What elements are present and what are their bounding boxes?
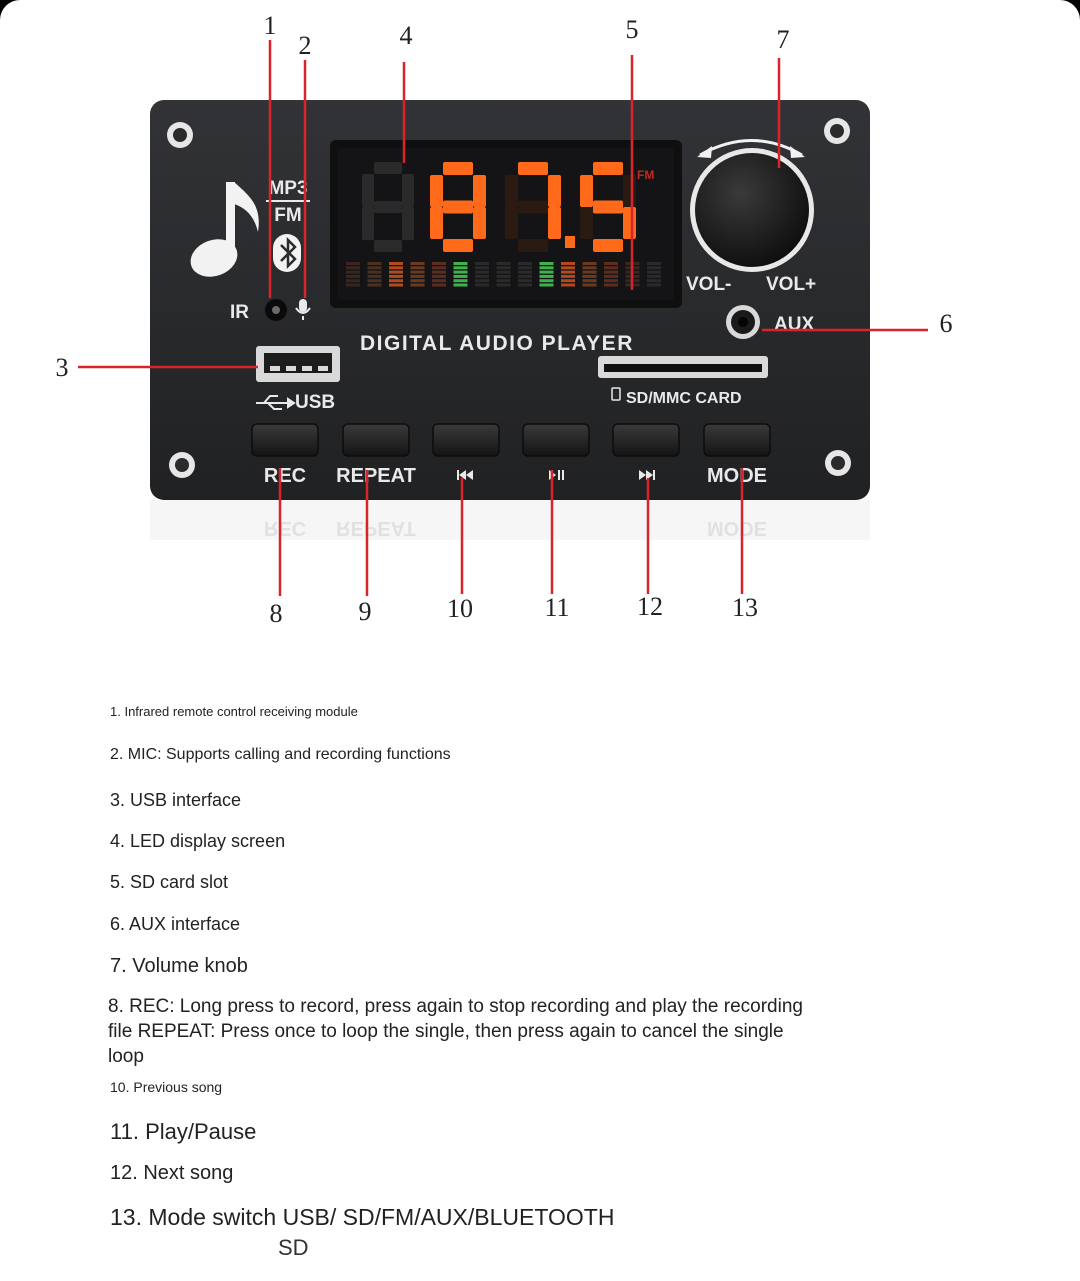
callout-2: 2	[299, 31, 312, 60]
brand-fm: FM	[274, 205, 301, 226]
legend-item-1: 1. Infrared remote control receiving mod…	[110, 704, 358, 719]
callout-12: 12	[637, 592, 663, 621]
ir-receiver-icon	[265, 299, 287, 321]
music-note-icon	[190, 182, 259, 277]
button-previous[interactable]	[432, 423, 500, 480]
ir-label: IR	[230, 302, 249, 323]
callout-10: 10	[447, 594, 473, 623]
svg-text:MODE: MODE	[707, 517, 767, 539]
display-digits	[362, 162, 636, 252]
callout-11: 11	[544, 593, 569, 622]
callout-6: 6	[940, 309, 953, 338]
legend-item-3: 3. USB interface	[110, 790, 242, 810]
legend-item-2: 2. MIC: Supports calling and recording f…	[110, 746, 451, 763]
callout-5: 5	[626, 15, 639, 44]
svg-text:REC: REC	[264, 517, 306, 539]
legend-item-10: 10. Previous song	[110, 1079, 223, 1095]
button-rec[interactable]: REC	[251, 423, 319, 487]
legend-item-6: 6. AUX interface	[110, 914, 241, 934]
callout-9: 9	[359, 597, 372, 626]
button-label: MODE	[707, 465, 767, 487]
vol-plus-label: VOL+	[766, 274, 816, 295]
display-decimal-point	[565, 236, 575, 248]
legend-item-13: 13. Mode switch USB/ SD/FM/AUX/BLUETOOTH	[110, 1204, 615, 1230]
brand-mp3: MP3	[268, 178, 307, 199]
button-next[interactable]	[612, 423, 680, 480]
display-caption: DIGITAL AUDIO PLAYER	[360, 332, 634, 355]
usb-icon	[256, 395, 296, 410]
display-digit	[505, 162, 561, 252]
diagram: MP3 FM IR USB FM DIGITAL AUDIO PLAYER	[56, 11, 953, 628]
legend-item-sd: SD	[278, 1235, 309, 1260]
svg-text:REPEAT: REPEAT	[336, 517, 416, 539]
button-repeat[interactable]: REPEAT	[336, 423, 416, 487]
legend-item-5: 5. SD card slot	[110, 872, 229, 892]
legend-item-4: 4. LED display screen	[110, 831, 286, 851]
callout-4: 4	[400, 21, 413, 50]
callout-13: 13	[732, 593, 758, 622]
sd-label: SD/MMC CARD	[626, 390, 742, 407]
legend-item-8: 8. REC: Long press to record, press agai…	[108, 996, 809, 1067]
aux-jack	[726, 305, 760, 339]
previous-icon	[457, 470, 473, 480]
leader-lines	[78, 40, 928, 596]
display-digit	[580, 162, 636, 252]
button-row: REC REPEAT MODE	[251, 423, 771, 487]
legend-item-7: 7. Volume knob	[110, 955, 248, 977]
display-fm-indicator: FM	[637, 168, 654, 182]
display-digit	[362, 162, 414, 252]
display-digit	[430, 162, 486, 252]
callout-8: 8	[270, 599, 283, 628]
callout-1: 1	[264, 11, 277, 40]
sd-card-slot	[598, 356, 768, 378]
microphone-icon	[295, 299, 311, 320]
bluetooth-icon	[273, 234, 301, 272]
aux-label: AUX	[774, 314, 814, 335]
button-label: REPEAT	[336, 465, 416, 487]
callout-7: 7	[777, 25, 790, 54]
legend-item-12: 12. Next song	[110, 1162, 234, 1184]
legend-item-11: 11. Play/Pause	[110, 1119, 257, 1144]
usb-port	[256, 346, 340, 382]
sd-card-icon	[611, 387, 621, 401]
callout-3: 3	[56, 353, 69, 382]
equalizer-bars	[346, 262, 661, 287]
mount-hole-icon	[167, 118, 851, 478]
next-icon	[639, 470, 655, 480]
button-mode[interactable]: MODE	[703, 423, 771, 487]
vol-minus-label: VOL-	[686, 274, 731, 295]
usb-label: USB	[295, 392, 335, 413]
button-label: REC	[264, 465, 306, 487]
